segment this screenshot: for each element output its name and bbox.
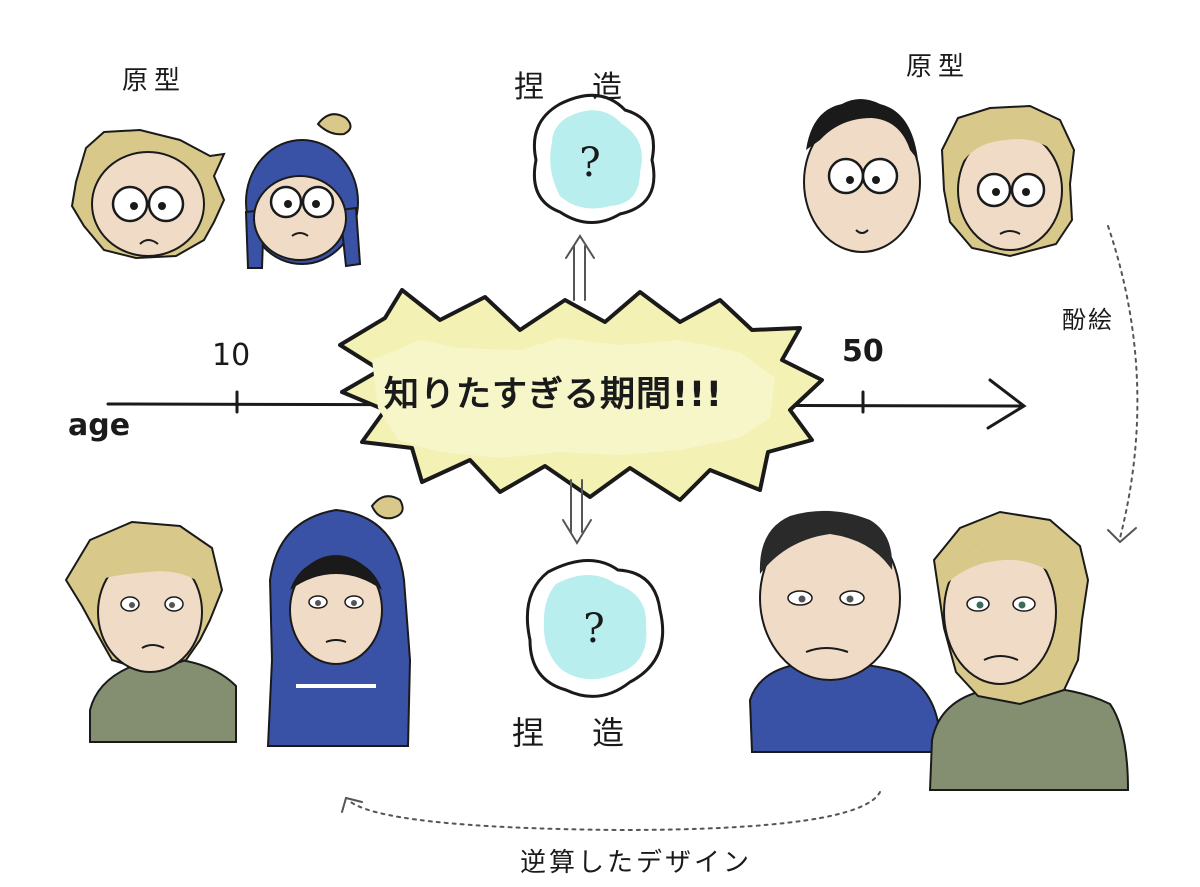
top-center-label: 捏造 [514, 70, 670, 105]
burst-callout [338, 288, 824, 502]
adult-dark-hair-bust [748, 510, 941, 753]
dotted-arrow-right [1107, 225, 1139, 544]
bottom-caption: 逆算したデザイン [520, 848, 753, 878]
father-blond-head [940, 104, 1076, 258]
child-blue-hat-head [244, 113, 362, 269]
axis-label: age [68, 408, 131, 443]
question-blob-bottom: ? [525, 559, 665, 698]
father-bald-head [803, 99, 921, 253]
axis-arrow-icon [986, 378, 1027, 430]
double-arrow-down-icon [562, 479, 592, 545]
top-left-label: 原型 [122, 66, 187, 96]
teen-blue-hat-bust [266, 495, 412, 747]
burst-text: 知りたすぎる期間!!! [384, 375, 723, 415]
right-side-label: 酚絵 [1062, 306, 1114, 334]
teen-blond-bust [64, 520, 237, 743]
double-arrow-up-icon [565, 234, 595, 301]
question-mark-icon: ? [579, 140, 600, 186]
tick-10-label: 10 [212, 338, 251, 373]
child-blond-head [70, 128, 226, 260]
bottom-center-label: 捏造 [512, 714, 673, 752]
adult-blond-bust [928, 510, 1130, 791]
dotted-arrow-bottom [341, 791, 881, 832]
tick-50-label: 50 [842, 334, 884, 369]
question-blob-top: ? [532, 93, 656, 224]
question-mark-icon: ? [583, 606, 604, 652]
top-right-label: 原型 [906, 52, 971, 82]
